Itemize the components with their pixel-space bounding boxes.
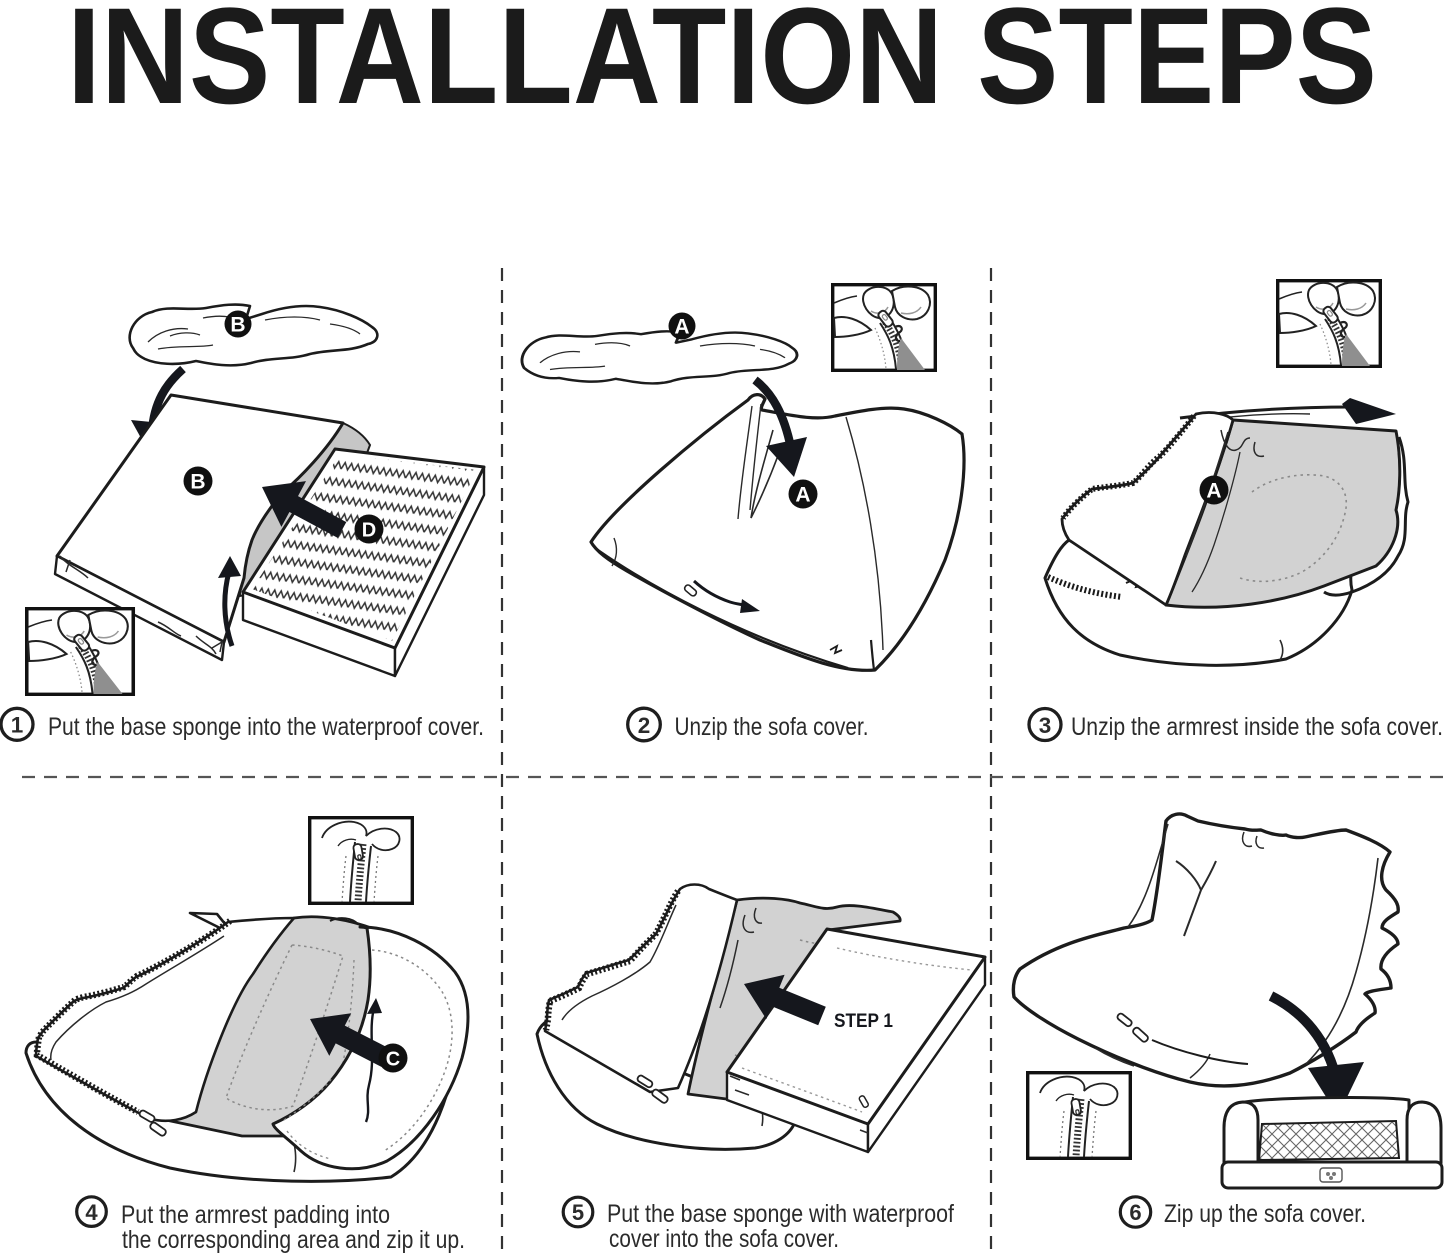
svg-text:5: 5: [572, 1200, 584, 1225]
svg-text:A: A: [795, 484, 810, 507]
svg-text:A: A: [1206, 480, 1221, 503]
svg-text:Unzip the armrest inside the s: Unzip the armrest inside the sofa cover.: [1071, 713, 1443, 741]
svg-text:STEP 1: STEP 1: [834, 1011, 893, 1032]
svg-text:A: A: [674, 316, 689, 339]
svg-text:Put the base sponge into the w: Put the base sponge into the waterproof …: [48, 713, 484, 741]
svg-text:cover into the sofa cover.: cover into the sofa cover.: [609, 1225, 839, 1253]
svg-text:INSTALLATION STEPS: INSTALLATION STEPS: [67, 0, 1377, 133]
svg-text:the corresponding area and zip: the corresponding area and zip it up.: [122, 1226, 465, 1254]
svg-text:C: C: [386, 1049, 400, 1071]
svg-text:B: B: [190, 471, 205, 494]
svg-text:Put the armrest padding into: Put the armrest padding into: [121, 1201, 390, 1229]
svg-text:Unzip the sofa cover.: Unzip the sofa cover.: [675, 713, 869, 741]
svg-text:1: 1: [11, 713, 24, 738]
svg-text:3: 3: [1039, 713, 1052, 738]
svg-text:2: 2: [638, 713, 651, 738]
svg-text:Put the base sponge with water: Put the base sponge with waterproof: [607, 1200, 954, 1228]
svg-text:Zip up the sofa cover.: Zip up the sofa cover.: [1164, 1200, 1366, 1228]
svg-text:4: 4: [85, 1200, 98, 1225]
svg-text:B: B: [230, 314, 245, 337]
svg-text:6: 6: [1129, 1200, 1141, 1225]
svg-text:D: D: [362, 520, 376, 542]
